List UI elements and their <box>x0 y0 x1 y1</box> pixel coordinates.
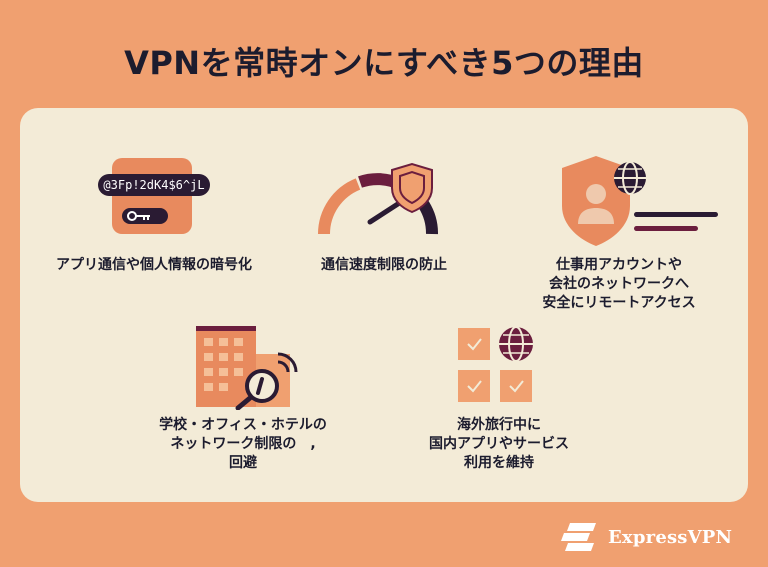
reason-label-remote: 仕事用アカウントや 会社のネットワークへ 安全にリモートアクセス <box>542 257 696 311</box>
expressvpn-logo: ExpressVPN <box>560 521 732 553</box>
reason-label-encryption: アプリ通信や個人情報の暗号化 <box>56 257 252 273</box>
expressvpn-logo-icon <box>561 523 596 551</box>
hotel-building-wifi-icon <box>192 324 302 414</box>
reason-label-speed: 通信速度制限の防止 <box>321 257 447 273</box>
reason-label-school: 学校・オフィス・ホテルの ネットワーク制限の , 回避 <box>159 417 327 471</box>
reason-label-travel: 海外旅行中に 国内アプリやサービス 利用を維持 <box>429 417 569 471</box>
shield-user-globe-icon <box>560 154 720 254</box>
checklist-globe-icon <box>456 326 540 410</box>
brand-name: ExpressVPN <box>608 526 733 548</box>
encrypted-text: @3Fp!2dK4$6^jL <box>103 178 205 192</box>
speedometer-shield-icon <box>318 162 439 242</box>
reasons-card: @3Fp!2dK4$6^jL アプリ通信や個人情報の暗号化 通信速度制限の防止 <box>20 108 748 502</box>
page-title: VPNを常時オンにすべき5つの理由 <box>124 44 644 82</box>
encrypted-bubble-key-icon <box>98 158 210 242</box>
